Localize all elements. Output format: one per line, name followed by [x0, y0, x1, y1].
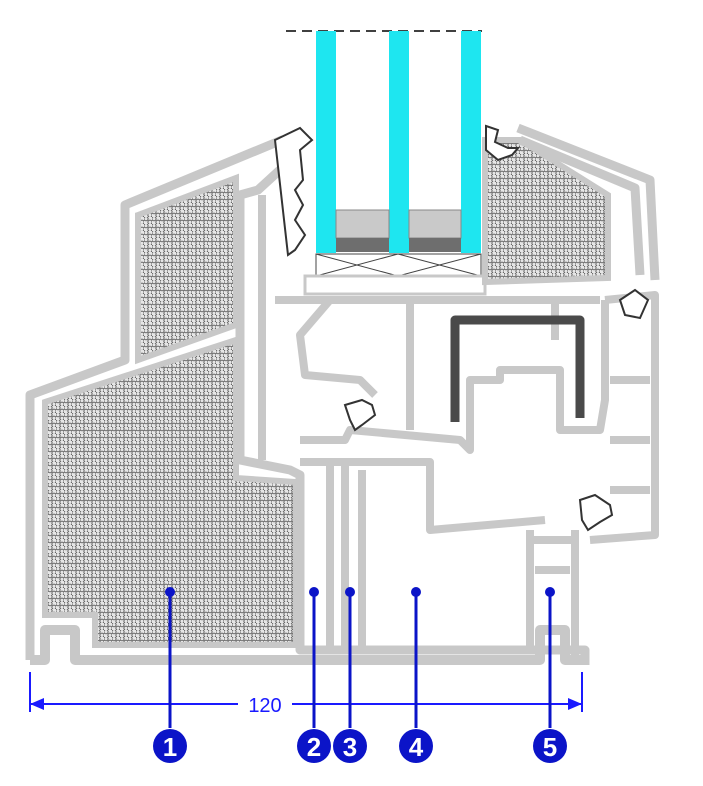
chamber-markers: 1 2 3 4 5 — [153, 587, 567, 763]
glass-pane-3 — [461, 31, 481, 253]
gasket-glass-outer — [273, 126, 314, 257]
chamber-badge-3 — [333, 729, 367, 763]
glass-pane-1 — [316, 31, 336, 253]
dimension-arrow-left — [30, 698, 44, 710]
gasket-right-top — [618, 288, 650, 320]
spacer-1 — [335, 209, 390, 239]
spacer-2 — [408, 209, 462, 239]
chamber-marker-5: 5 — [533, 587, 567, 763]
gaskets — [273, 124, 650, 532]
wall-horizontal-mid — [300, 458, 546, 534]
sash-lower-profile — [258, 195, 609, 460]
glazing-unit — [286, 30, 487, 296]
wall-vertical-3-4 — [341, 462, 366, 650]
chamber-marker-2: 2 — [297, 587, 331, 763]
chamber-label-1: 1 — [163, 732, 177, 762]
frame-outer-profile — [25, 135, 590, 665]
dimension-label: 120 — [248, 695, 281, 717]
glass-pane-2 — [389, 31, 409, 253]
sash-right-stack — [589, 291, 659, 544]
chamber-label-5: 5 — [543, 732, 557, 762]
frame-bottom-rail — [30, 625, 585, 665]
gasket-glass-inner — [485, 124, 521, 162]
glazing-block-cross-2 — [315, 253, 482, 277]
glazing-bridge — [303, 274, 487, 296]
chamber-label-4: 4 — [409, 732, 424, 762]
chamber-badge-5 — [533, 729, 567, 763]
spacer-2-sealant — [409, 238, 461, 252]
glazing-block — [315, 253, 482, 277]
chamber-badge-2 — [297, 729, 331, 763]
sash-internal-web — [275, 296, 600, 430]
frame-insulation-upper — [135, 173, 239, 365]
chamber-marker-3: 3 — [333, 587, 367, 763]
gasket-lower — [578, 493, 614, 532]
chamber-badge-4 — [399, 729, 433, 763]
spacer-1-sealant — [336, 238, 389, 252]
dimension-120: 120 — [29, 672, 583, 717]
steel-reinforcement — [450, 315, 585, 422]
sash-outer-rim — [516, 123, 660, 281]
chamber-badge-1 — [153, 729, 187, 763]
chamber-marker-1: 1 — [153, 587, 187, 763]
frame-insulation-lower — [42, 335, 299, 648]
dimension-arrow-right — [568, 698, 582, 710]
chamber-label-2: 2 — [307, 732, 321, 762]
wall-vertical-5 — [526, 530, 579, 660]
chamber-label-3: 3 — [343, 732, 357, 762]
gasket-middle — [343, 398, 377, 432]
chamber-walls — [258, 195, 659, 660]
chamber-marker-4: 4 — [399, 587, 433, 763]
sash-insulation-right — [482, 137, 611, 286]
